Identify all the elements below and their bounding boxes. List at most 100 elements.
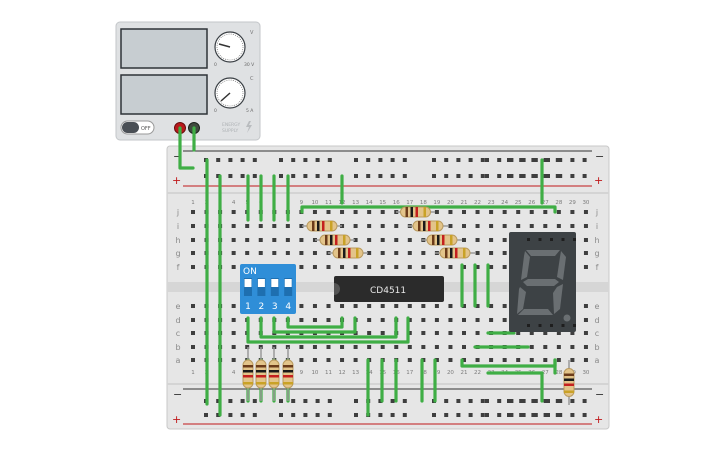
rail-hole[interactable]: [497, 174, 502, 178]
rail-hole[interactable]: [456, 158, 461, 162]
rail-hole[interactable]: [519, 174, 524, 178]
rail-hole[interactable]: [509, 413, 514, 417]
hole[interactable]: [583, 265, 588, 269]
hole[interactable]: [475, 318, 480, 322]
resistor[interactable]: [408, 220, 448, 232]
rail-hole[interactable]: [432, 413, 436, 417]
rail-hole[interactable]: [390, 413, 395, 417]
hole[interactable]: [380, 238, 385, 242]
resistor[interactable]: [242, 347, 254, 401]
hole[interactable]: [231, 318, 236, 322]
rail-hole[interactable]: [570, 174, 575, 178]
hole[interactable]: [462, 345, 466, 349]
hole[interactable]: [312, 238, 317, 242]
rail-hole[interactable]: [252, 174, 257, 178]
hole[interactable]: [285, 238, 290, 242]
hole[interactable]: [434, 331, 439, 335]
rail-hole[interactable]: [291, 413, 296, 417]
rail-hole[interactable]: [216, 399, 221, 403]
hole[interactable]: [380, 224, 385, 228]
rail-hole[interactable]: [543, 158, 548, 162]
rail-hole[interactable]: [509, 174, 514, 178]
rail-hole[interactable]: [509, 399, 514, 403]
rail-hole[interactable]: [303, 413, 308, 417]
hole[interactable]: [448, 345, 453, 349]
rail-hole[interactable]: [216, 413, 221, 417]
rail-hole[interactable]: [558, 399, 563, 403]
hole[interactable]: [231, 345, 236, 349]
hole[interactable]: [367, 251, 372, 255]
rail-hole[interactable]: [531, 174, 536, 178]
hole[interactable]: [489, 224, 494, 228]
rail-hole[interactable]: [303, 399, 308, 403]
hole[interactable]: [570, 358, 575, 362]
hole[interactable]: [258, 224, 263, 228]
hole[interactable]: [191, 331, 195, 335]
hole[interactable]: [543, 224, 548, 228]
rail-hole[interactable]: [521, 174, 526, 178]
rail-hole[interactable]: [521, 158, 526, 162]
hole[interactable]: [312, 265, 317, 269]
rail-hole[interactable]: [507, 158, 511, 162]
hole[interactable]: [340, 358, 345, 362]
rail-hole[interactable]: [216, 158, 221, 162]
hole[interactable]: [448, 210, 453, 214]
rail-hole[interactable]: [303, 158, 308, 162]
hole[interactable]: [191, 345, 195, 349]
resistor[interactable]: [282, 347, 294, 401]
rail-hole[interactable]: [485, 413, 489, 417]
dip-lever[interactable]: [257, 279, 265, 287]
rail-hole[interactable]: [240, 174, 245, 178]
hole[interactable]: [543, 331, 548, 335]
rail-hole[interactable]: [546, 158, 550, 162]
rail-hole[interactable]: [533, 158, 538, 162]
hole[interactable]: [462, 304, 466, 308]
hole[interactable]: [245, 238, 250, 242]
rail-hole[interactable]: [240, 399, 245, 403]
hole[interactable]: [583, 238, 588, 242]
rail-hole[interactable]: [485, 174, 489, 178]
hole[interactable]: [367, 238, 372, 242]
rail-hole[interactable]: [480, 399, 485, 403]
hole[interactable]: [502, 318, 507, 322]
rail-hole[interactable]: [533, 399, 538, 403]
hole[interactable]: [529, 224, 534, 228]
hole[interactable]: [394, 251, 399, 255]
rail-hole[interactable]: [546, 399, 550, 403]
resistor[interactable]: [435, 247, 475, 259]
rail-hole[interactable]: [228, 174, 233, 178]
hole[interactable]: [191, 304, 195, 308]
hole[interactable]: [462, 265, 466, 269]
rail-hole[interactable]: [315, 413, 320, 417]
rail-hole[interactable]: [432, 158, 436, 162]
hole[interactable]: [434, 265, 439, 269]
rail-hole[interactable]: [354, 174, 358, 178]
hole[interactable]: [475, 265, 480, 269]
hole[interactable]: [299, 318, 304, 322]
rail-hole[interactable]: [228, 399, 233, 403]
hole[interactable]: [245, 224, 250, 228]
rail-hole[interactable]: [444, 174, 449, 178]
rail-hole[interactable]: [456, 399, 461, 403]
hole[interactable]: [407, 318, 412, 322]
hole[interactable]: [258, 251, 263, 255]
hole[interactable]: [245, 251, 250, 255]
rail-hole[interactable]: [570, 413, 575, 417]
rail-hole[interactable]: [456, 174, 461, 178]
hole[interactable]: [448, 224, 453, 228]
rail-hole[interactable]: [509, 158, 514, 162]
hole[interactable]: [462, 331, 466, 335]
hole[interactable]: [231, 265, 236, 269]
rail-hole[interactable]: [555, 158, 560, 162]
hole[interactable]: [367, 318, 372, 322]
hole[interactable]: [353, 345, 358, 349]
rail-hole[interactable]: [228, 158, 233, 162]
dip-lever[interactable]: [244, 279, 252, 287]
hole[interactable]: [516, 358, 521, 362]
rail-hole[interactable]: [558, 158, 563, 162]
hole[interactable]: [353, 238, 358, 242]
hole[interactable]: [502, 304, 507, 308]
hole[interactable]: [191, 318, 195, 322]
rail-hole[interactable]: [555, 399, 560, 403]
